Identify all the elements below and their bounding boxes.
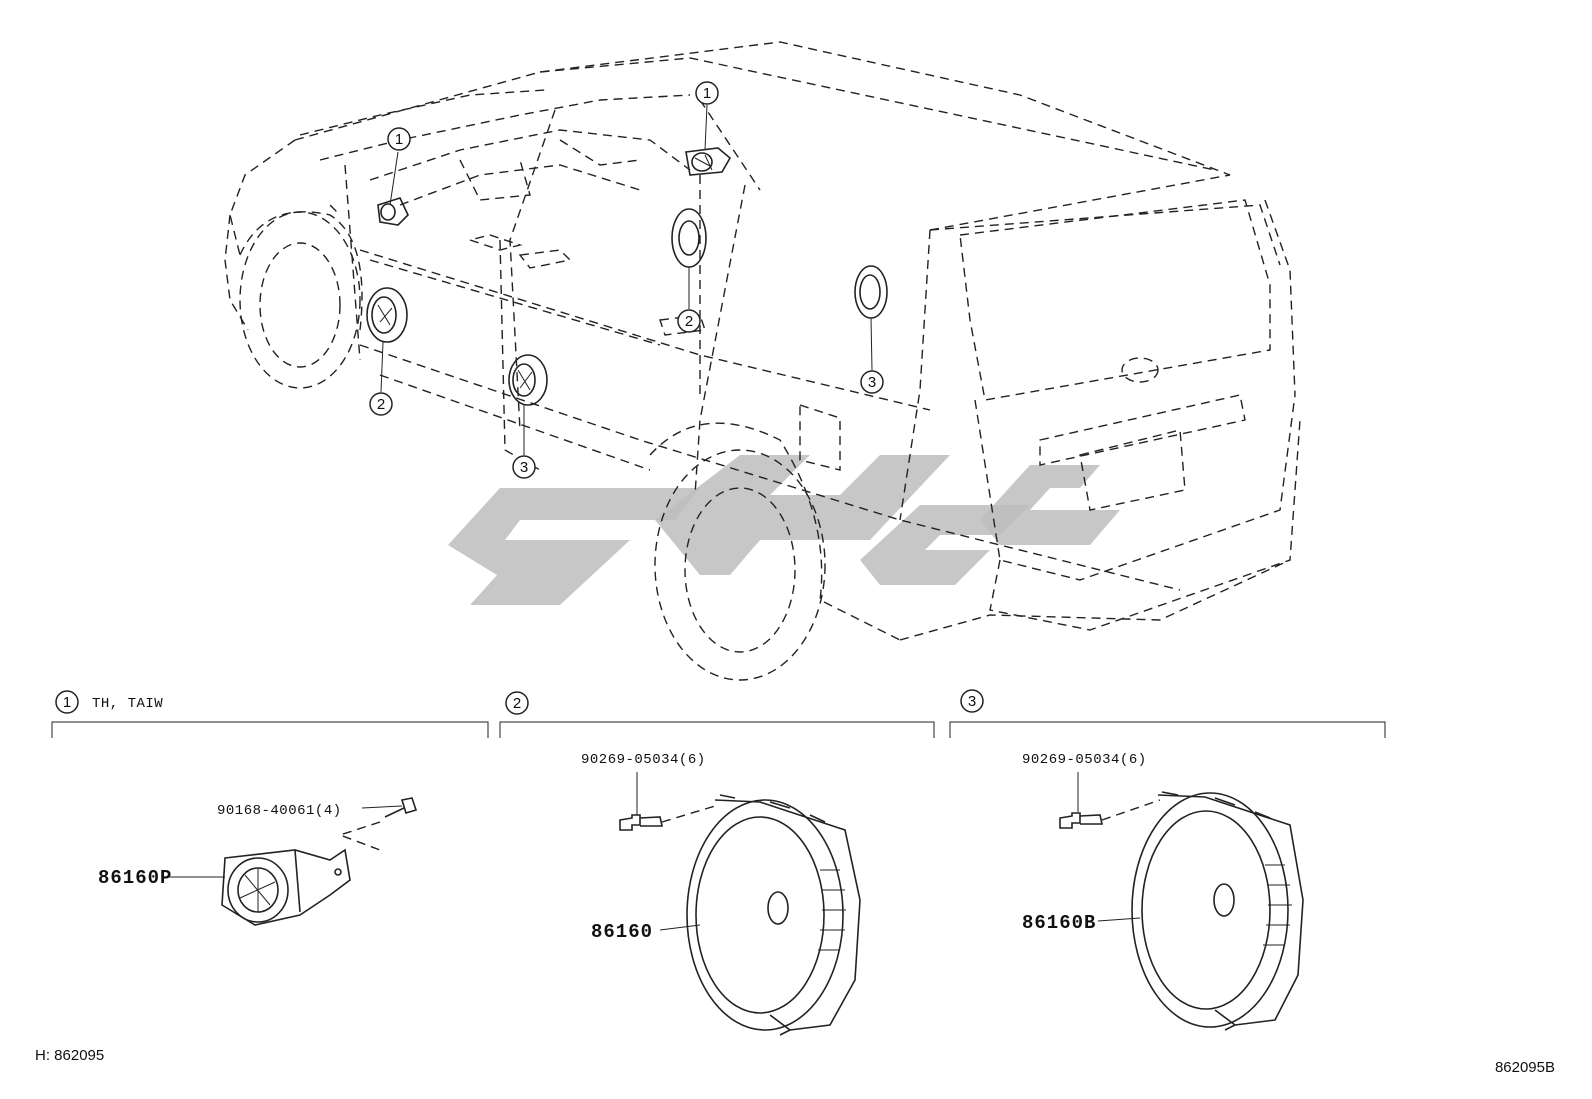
callout-1-front-right: 1	[695, 81, 719, 151]
door-speaker-icon	[686, 794, 861, 1036]
group-label: TH, TAIW	[92, 696, 163, 712]
screw-part-number: 90269-05034(6)	[1022, 752, 1147, 768]
car-speaker-front-door-right	[671, 208, 707, 268]
car-speaker-tweeter-front-right	[685, 147, 732, 176]
group-1-tweeter: 1 TH, TAIW 90168-40061(4) 86160P	[51, 690, 489, 926]
footer-left-code: H: 862095	[35, 1047, 104, 1064]
clip-icon	[619, 814, 663, 831]
callout-2-front-left: 2	[369, 341, 393, 416]
vehicle-outline	[224, 41, 1301, 681]
callout-3-rear-left: 3	[512, 405, 536, 479]
group-3-rear-speaker: 3 90269-05034(6) 86160B	[949, 689, 1386, 1031]
group-number: 2	[513, 695, 521, 712]
group-number: 1	[63, 694, 71, 711]
callout-1-front-left: 1	[387, 127, 411, 206]
callout-2-front-right: 2	[677, 267, 701, 333]
tweeter-speaker-icon	[221, 848, 351, 926]
part-number-86160: 86160	[591, 921, 653, 943]
part-number-86160B: 86160B	[1022, 912, 1096, 934]
callout-number: 3	[520, 459, 528, 476]
callout-3-rear-right: 3	[860, 317, 884, 394]
car-speaker-rear-door-right	[854, 265, 888, 319]
footer-right-code: 862095B	[1495, 1059, 1555, 1076]
screw-part-number: 90269-05034(6)	[581, 752, 706, 768]
group-2-front-speaker: 2 90269-05034(6) 86160	[499, 691, 935, 1036]
car-speaker-rear-door-left	[508, 354, 548, 406]
group-number: 3	[968, 693, 976, 710]
car-speaker-tweeter-front-left	[377, 197, 409, 226]
callout-number: 1	[703, 85, 711, 102]
screw-part-number: 90168-40061(4)	[217, 803, 342, 819]
callout-number: 3	[868, 374, 876, 391]
screw-icon	[384, 797, 418, 818]
car-speaker-front-door-left	[366, 287, 408, 343]
part-number-86160P: 86160P	[98, 867, 172, 889]
callout-number: 1	[395, 131, 403, 148]
callout-number: 2	[685, 313, 693, 330]
door-speaker-icon	[1131, 791, 1304, 1031]
watermark-logo	[448, 455, 1120, 605]
callout-number: 2	[377, 396, 385, 413]
clip-icon	[1059, 812, 1103, 829]
